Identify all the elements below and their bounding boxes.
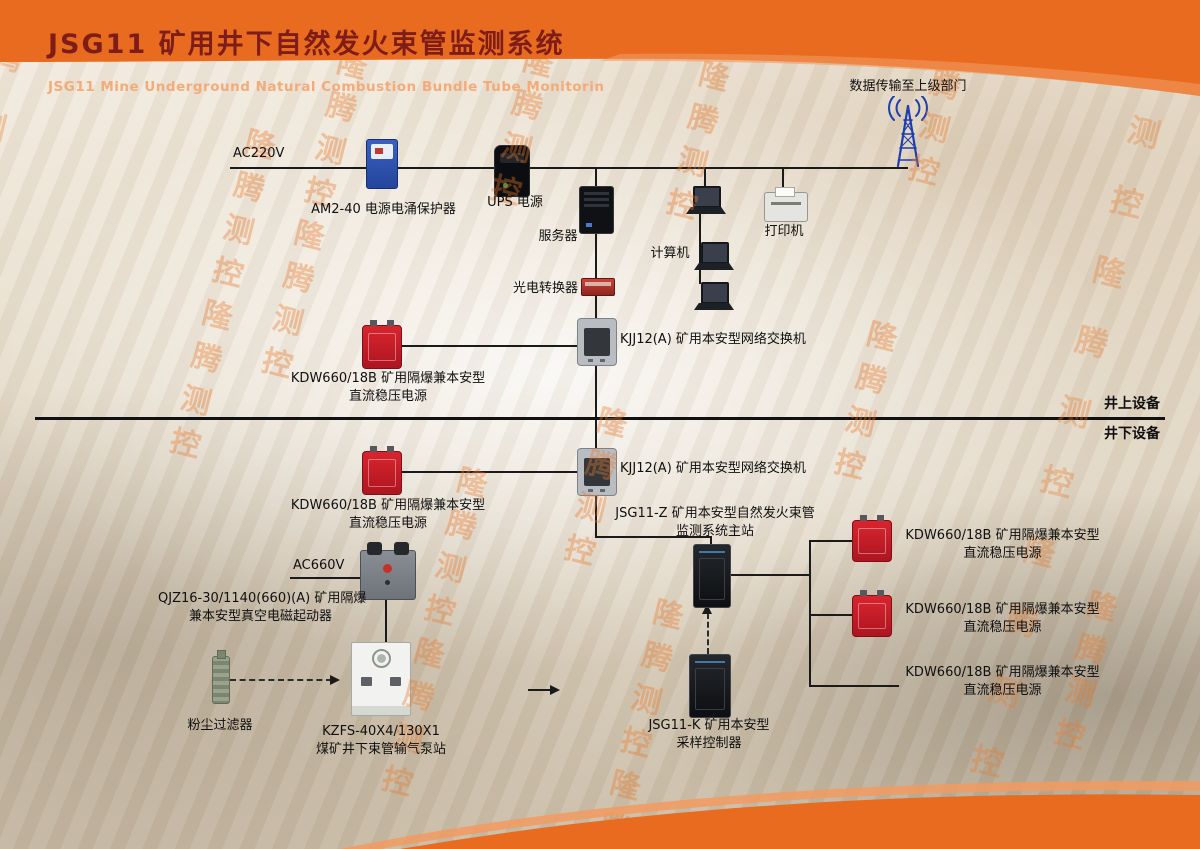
connector-line — [704, 168, 706, 186]
connector-line — [710, 536, 712, 545]
arrow-up-icon — [702, 604, 712, 614]
sampler-label-line2: 采样控制器 — [676, 736, 742, 751]
surge-protector-label: AM2-40 电源电涌保护器 — [311, 202, 456, 217]
tube-dashed-sampler-station — [707, 613, 709, 654]
kdw-right2-label-line2: 直流稳压电源 — [963, 620, 1042, 635]
pump-station-device — [351, 642, 411, 716]
transmission-label: 数据传输至上级部门 — [849, 79, 967, 94]
vacuum-starter-device — [360, 542, 416, 600]
sampling-controller-device — [689, 654, 731, 718]
pump-label-line2: 煤矿井下束管输气泵站 — [315, 742, 446, 757]
connector-line-station-trunk — [729, 574, 810, 576]
computer-laptop-icon — [694, 242, 734, 270]
switch-surface-label: KJJ12(A) 矿用本安型网络交换机 — [620, 332, 806, 347]
footer-swoosh — [340, 780, 1200, 849]
pump-label-line1: KZFS-40X4/130X1 — [322, 724, 440, 739]
connector-line-switch1-switch2 — [595, 364, 597, 448]
connector-line — [595, 494, 597, 537]
kdw-power-underground-device — [362, 446, 402, 495]
kdw-underground-label-line2: 直流稳压电源 — [348, 516, 427, 531]
connector-line-right-trunk — [809, 540, 811, 686]
tube-dashed-filter-pump — [230, 679, 332, 681]
kdw-power-surface-device — [362, 320, 402, 369]
ac220v-label: AC220V — [233, 146, 285, 161]
dust-filter-device — [212, 650, 230, 704]
ac660v-label: AC660V — [293, 558, 345, 573]
connector-line-kdw1-switch1 — [400, 345, 577, 347]
surface-underground-divider — [35, 417, 1165, 420]
tube-line-pump-sampler — [528, 689, 552, 691]
connector-line-branch3 — [809, 685, 899, 687]
network-switch-surface-device — [577, 318, 617, 366]
kdw-power-right1-device — [852, 515, 892, 562]
network-switch-underground-device — [577, 448, 617, 496]
printer-label: 打印机 — [764, 224, 804, 239]
server-device — [579, 186, 614, 234]
kdw-right3-label-line2: 直流稳压电源 — [963, 683, 1042, 698]
page-title: JSG11 矿用井下自然发火束管监测系统 — [48, 29, 565, 60]
computer-label: 计算机 — [650, 246, 690, 261]
main-station-device — [693, 544, 731, 608]
starter-label-line2: 兼本安型真空电磁起动器 — [188, 609, 332, 624]
printer-device — [764, 187, 808, 222]
computer-laptop-icon — [686, 186, 726, 214]
kdw-power-right2-device — [852, 590, 892, 637]
kdw-surface-label-line1: KDW660/18B 矿用隔爆兼本安型 — [290, 371, 486, 386]
connector-line — [595, 536, 712, 538]
optical-converter-device — [581, 278, 615, 296]
page-subtitle: JSG11 Mine Underground Natural Combustio… — [48, 79, 605, 95]
connector-line-branch1 — [809, 540, 853, 542]
kdw-right2-label-line1: KDW660/18B 矿用隔爆兼本安型 — [905, 602, 1100, 617]
arrow-right-icon — [550, 685, 560, 695]
connector-line — [782, 168, 784, 193]
computer-laptop-icon — [694, 282, 734, 310]
connector-line — [595, 293, 597, 318]
starter-label-line1: QJZ16-30/1140(660)(A) 矿用隔爆 — [158, 591, 367, 606]
arrow-right-icon — [330, 675, 340, 685]
connector-line — [595, 232, 597, 278]
switch-underground-label: KJJ12(A) 矿用本安型网络交换机 — [620, 461, 806, 476]
connector-line-starter-pump — [385, 598, 387, 642]
ups-device — [494, 145, 530, 197]
connector-line-ac220-bus — [230, 167, 908, 169]
connector-line-branch2 — [809, 614, 853, 616]
kdw-surface-label-line2: 直流稳压电源 — [348, 389, 427, 404]
ups-label: UPS 电源 — [487, 195, 543, 210]
server-label: 服务器 — [538, 229, 578, 244]
connector-line — [595, 168, 597, 186]
surface-equipment-label: 井上设备 — [1104, 396, 1160, 412]
header-swoosh — [0, 0, 1200, 96]
main-station-label-line1: JSG11-Z 矿用本安型自然发火束管 — [615, 506, 815, 521]
kdw-underground-label-line1: KDW660/18B 矿用隔爆兼本安型 — [290, 498, 486, 513]
underground-equipment-label: 井下设备 — [1104, 426, 1160, 442]
kdw-right1-label-line1: KDW660/18B 矿用隔爆兼本安型 — [905, 528, 1100, 543]
connector-line-ac660 — [290, 577, 364, 579]
optical-converter-label: 光电转换器 — [512, 281, 578, 296]
surge-protector-device — [366, 139, 398, 189]
kdw-right1-label-line2: 直流稳压电源 — [963, 546, 1042, 561]
kdw-right3-label-line1: KDW660/18B 矿用隔爆兼本安型 — [905, 665, 1100, 680]
main-station-label-line2: 监测系统主站 — [675, 524, 754, 539]
sampler-label-line1: JSG11-K 矿用本安型 — [648, 718, 770, 733]
dust-filter-label: 粉尘过滤器 — [187, 718, 253, 733]
connector-line-kdw2-switch2 — [400, 471, 577, 473]
antenna-icon — [888, 96, 928, 168]
